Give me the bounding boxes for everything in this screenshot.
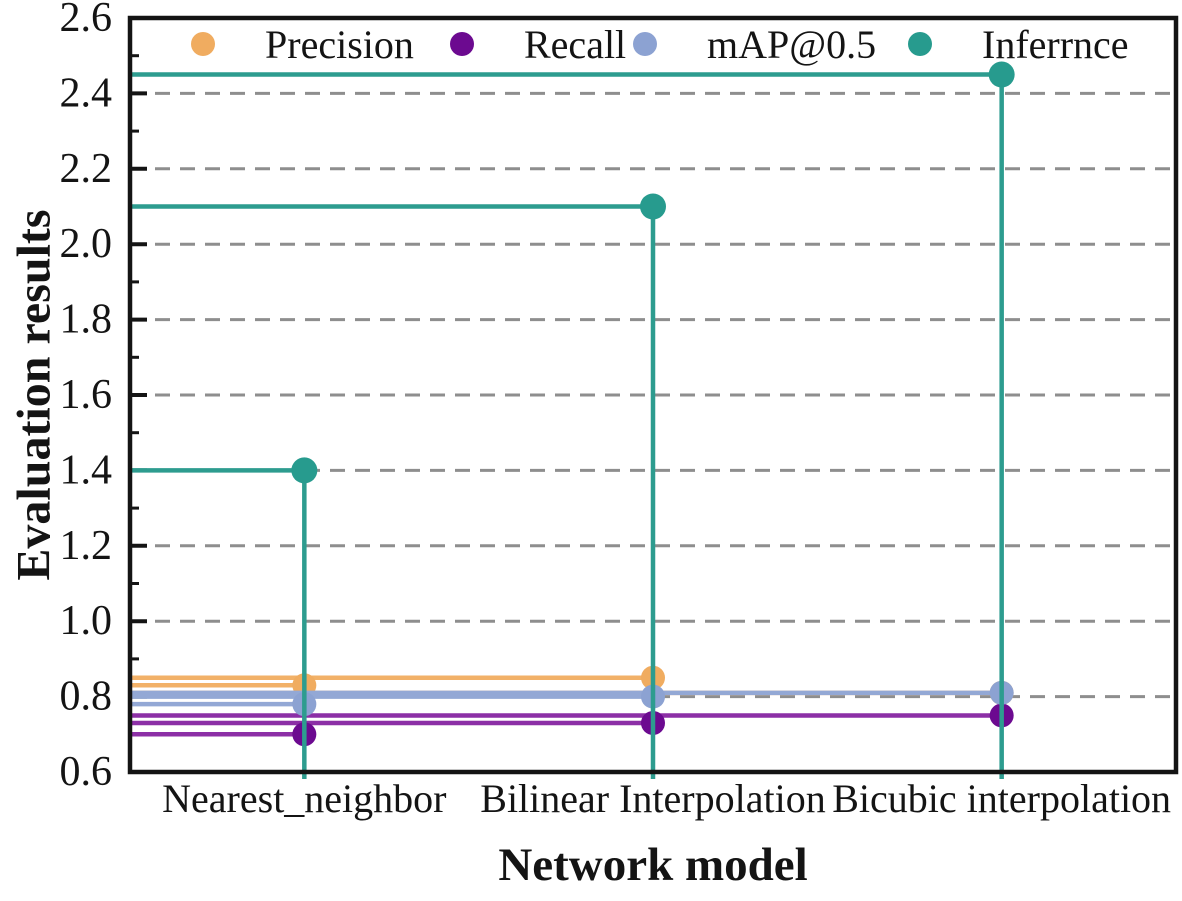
legend-item-recall: Recall — [450, 22, 626, 67]
series-inferrnce-marker-bicubic-interpolation — [988, 61, 1015, 88]
y-tick-label-2.2: 2.2 — [60, 146, 113, 192]
y-tick-label-1.4: 1.4 — [60, 447, 113, 493]
y-tick-label-2.6: 2.6 — [60, 0, 113, 41]
legend-marker-precision — [191, 32, 215, 56]
legend-label-map-0-5: mAP@0.5 — [707, 22, 876, 67]
y-tick-label-1.2: 1.2 — [60, 523, 113, 569]
plot-frame — [127, 15, 1179, 775]
legend-marker-inferrnce — [908, 32, 932, 56]
legend-label-precision: Precision — [265, 22, 414, 67]
x-tick-label-bicubic-interpolation: Bicubic interpolation — [832, 776, 1171, 821]
series-inferrnce-marker-nearest-neighbor — [291, 457, 318, 484]
y-tick-label-1.6: 1.6 — [60, 372, 113, 418]
y-tick-label-1.0: 1.0 — [60, 598, 113, 644]
legend-marker-recall — [450, 32, 474, 56]
legend-label-recall: Recall — [524, 22, 626, 67]
y-tick-label-2.0: 2.0 — [60, 221, 113, 267]
legend-item-precision: Precision — [191, 22, 414, 67]
y-tick-label-1.8: 1.8 — [60, 297, 113, 343]
x-tick-label-nearest-neighbor: Nearest_neighbor — [162, 776, 446, 821]
legend-label-inferrnce: Inferrnce — [982, 22, 1129, 67]
legend-item-inferrnce: Inferrnce — [908, 22, 1129, 67]
x-tick-label-bilinear-interpolation: Bilinear Interpolation — [480, 776, 825, 821]
x-axis-title: Network model — [498, 839, 808, 891]
legend-marker-map-0-5 — [633, 32, 657, 56]
y-axis-title: Evaluation results — [7, 209, 61, 581]
y-tick-label-0.6: 0.6 — [60, 749, 113, 795]
y-tick-label-0.8: 0.8 — [60, 674, 113, 720]
series-inferrnce-marker-bilinear-interpolation — [640, 193, 666, 220]
y-tick-label-2.4: 2.4 — [60, 70, 113, 116]
legend-item-map-0-5: mAP@0.5 — [633, 22, 876, 67]
